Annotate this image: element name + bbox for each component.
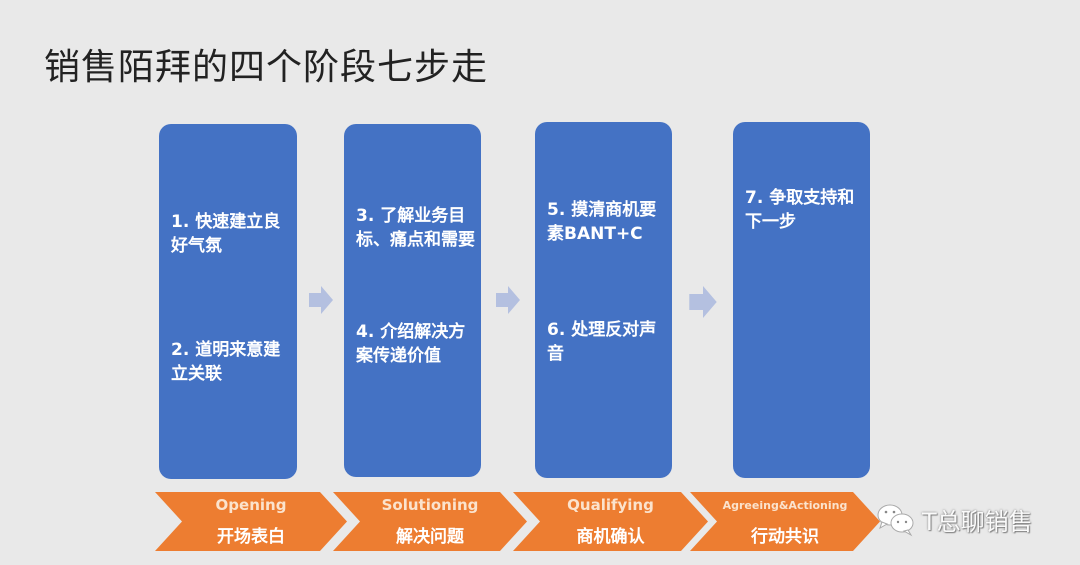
- stage-zh-label: 解决问题: [396, 527, 464, 547]
- step-card-2: 3. 了解业务目标、痛点和需要 4. 介绍解决方案传递价值: [344, 124, 481, 477]
- watermark: T总聊销售: [876, 502, 1033, 537]
- step-2-text: 2. 道明来意建立关联: [171, 340, 281, 384]
- step-6-text: 6. 处理反对声音: [547, 320, 657, 364]
- page-title: 销售陌拜的四个阶段七步走: [44, 47, 489, 88]
- stage-en-label: Opening: [215, 496, 287, 514]
- step-3-text: 3. 了解业务目标、痛点和需要: [356, 206, 475, 250]
- stage-zh-label: 行动共识: [751, 527, 819, 547]
- step-1-text: 1. 快速建立良好气氛: [171, 212, 281, 256]
- right-arrow-icon: [689, 286, 717, 318]
- step-7-text: 7. 争取支持和下一步: [745, 188, 855, 232]
- stage-zh-label: 开场表白: [217, 527, 285, 547]
- stage-zh-label: 商机确认: [576, 527, 645, 547]
- stage-en-label: Solutioning: [381, 496, 479, 514]
- stage-qualifying: Qualifying 商机确认: [513, 492, 708, 551]
- stage-opening: Opening 开场表白: [155, 492, 347, 551]
- wechat-icon: [877, 504, 914, 536]
- step-5-text: 5. 摸清商机要素BANT+C: [547, 200, 657, 244]
- stage-en-label: Qualifying: [567, 496, 654, 514]
- step-card-1: 1. 快速建立良好气氛 2. 道明来意建立关联: [159, 124, 297, 479]
- right-arrow-icon: [309, 286, 333, 314]
- watermark-text: T总聊销售: [922, 508, 1033, 536]
- stage-en-label: Agreeing&Actioning: [722, 499, 848, 512]
- right-arrow-icon: [496, 286, 520, 314]
- step-card-3: 5. 摸清商机要素BANT+C 6. 处理反对声音: [535, 122, 672, 478]
- stage-agreeing-actioning: Agreeing&Actioning 行动共识: [690, 492, 880, 551]
- step-4-text: 4. 介绍解决方案传递价值: [356, 322, 466, 366]
- step-card-4: 7. 争取支持和下一步: [733, 122, 870, 478]
- stage-solutioning: Solutioning 解决问题: [333, 492, 527, 551]
